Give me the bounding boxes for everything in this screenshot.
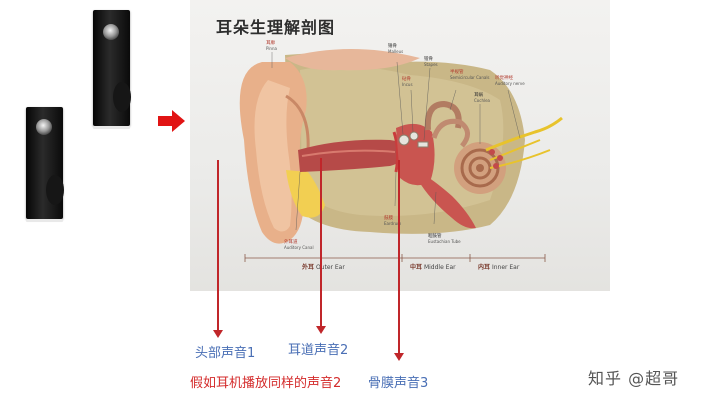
arrowhead-icon — [316, 326, 326, 334]
annotation-head-sound: 头部声音1 — [195, 346, 256, 361]
head-sound-line — [217, 160, 219, 332]
speaker-woofer — [46, 175, 64, 205]
ear-anatomy-illustration — [239, 49, 563, 262]
speaker-base — [26, 219, 63, 222]
region-middle-ear: 中耳 Middle Ear — [410, 264, 456, 271]
bone-sound-line — [398, 160, 400, 355]
arrowhead-icon — [394, 353, 404, 361]
right-arrow-icon — [158, 110, 185, 132]
zhihu-watermark: 知乎 @超哥 — [588, 369, 680, 388]
tower-speaker-top — [93, 10, 131, 126]
speaker-tweeter — [36, 119, 52, 135]
canal-sound-line — [320, 158, 322, 328]
plate-title: 耳朵生理解剖图 — [216, 18, 336, 37]
region-outer-ear: 外耳 Outer Ear — [302, 264, 345, 271]
tower-speaker-bottom — [26, 107, 64, 219]
arrowhead-icon — [213, 330, 223, 338]
speaker-base — [93, 126, 130, 129]
speaker-woofer — [113, 82, 131, 112]
annotation-bone-sound: 骨膜声音3 — [368, 376, 429, 391]
annotation-headphone-note: 假如耳机播放同样的声音2 — [190, 376, 342, 391]
region-inner-ear: 内耳 Inner Ear — [478, 264, 520, 271]
speaker-tweeter — [103, 24, 119, 40]
annotation-canal-sound: 耳道声音2 — [288, 343, 349, 358]
ear-anatomy-plate: 耳朵生理解剖图 — [190, 0, 610, 291]
